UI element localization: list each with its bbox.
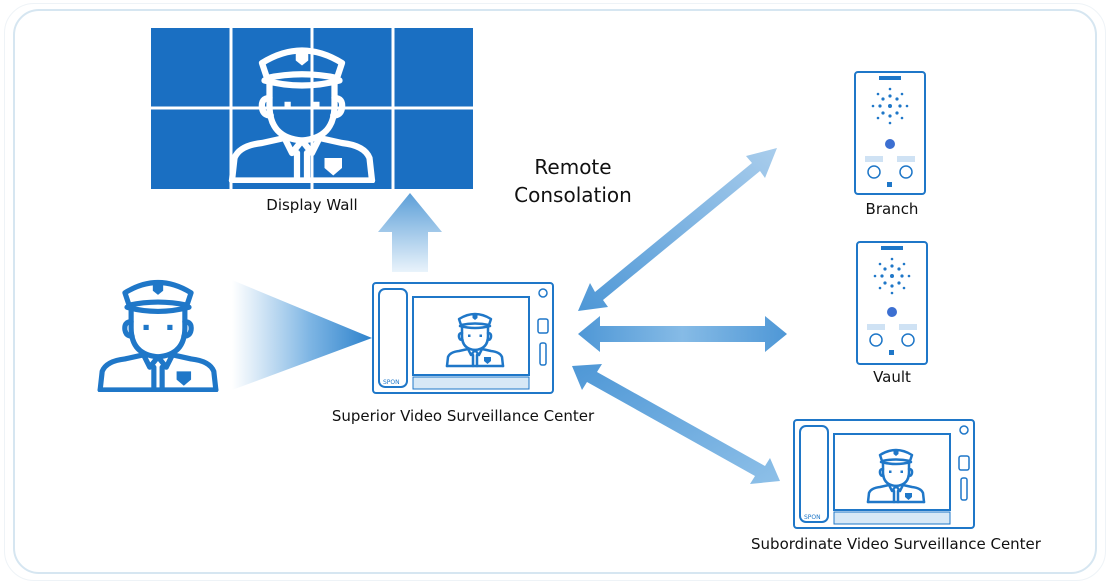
brand-label: SPON: [383, 379, 400, 386]
branch-label: Branch: [865, 200, 919, 218]
video-terminal-icon: SPON: [372, 282, 554, 394]
intercom-panel-icon: [856, 241, 928, 365]
subordinate-center-label: Subordinate Video Surveillance Center: [751, 535, 1041, 553]
superior-center-label: Superior Video Surveillance Center: [331, 407, 595, 425]
arrow-icon: [578, 148, 777, 311]
intercom-panel-icon: [854, 71, 926, 195]
view-beam: [232, 280, 372, 390]
arrow-icon: [578, 316, 787, 352]
diagram-title: Remote Consolation: [514, 155, 632, 207]
outer-frame: [4, 3, 1106, 581]
police-officer-icon: [100, 282, 216, 389]
display-wall-label: Display Wall: [266, 196, 358, 214]
vault-label: Vault: [873, 368, 911, 386]
video-terminal-icon: SPON: [793, 419, 975, 529]
arrow-icon: [378, 193, 442, 272]
arrow-icon: [572, 364, 780, 484]
brand-label: SPON: [804, 514, 821, 521]
display-wall-icon: [151, 28, 473, 189]
